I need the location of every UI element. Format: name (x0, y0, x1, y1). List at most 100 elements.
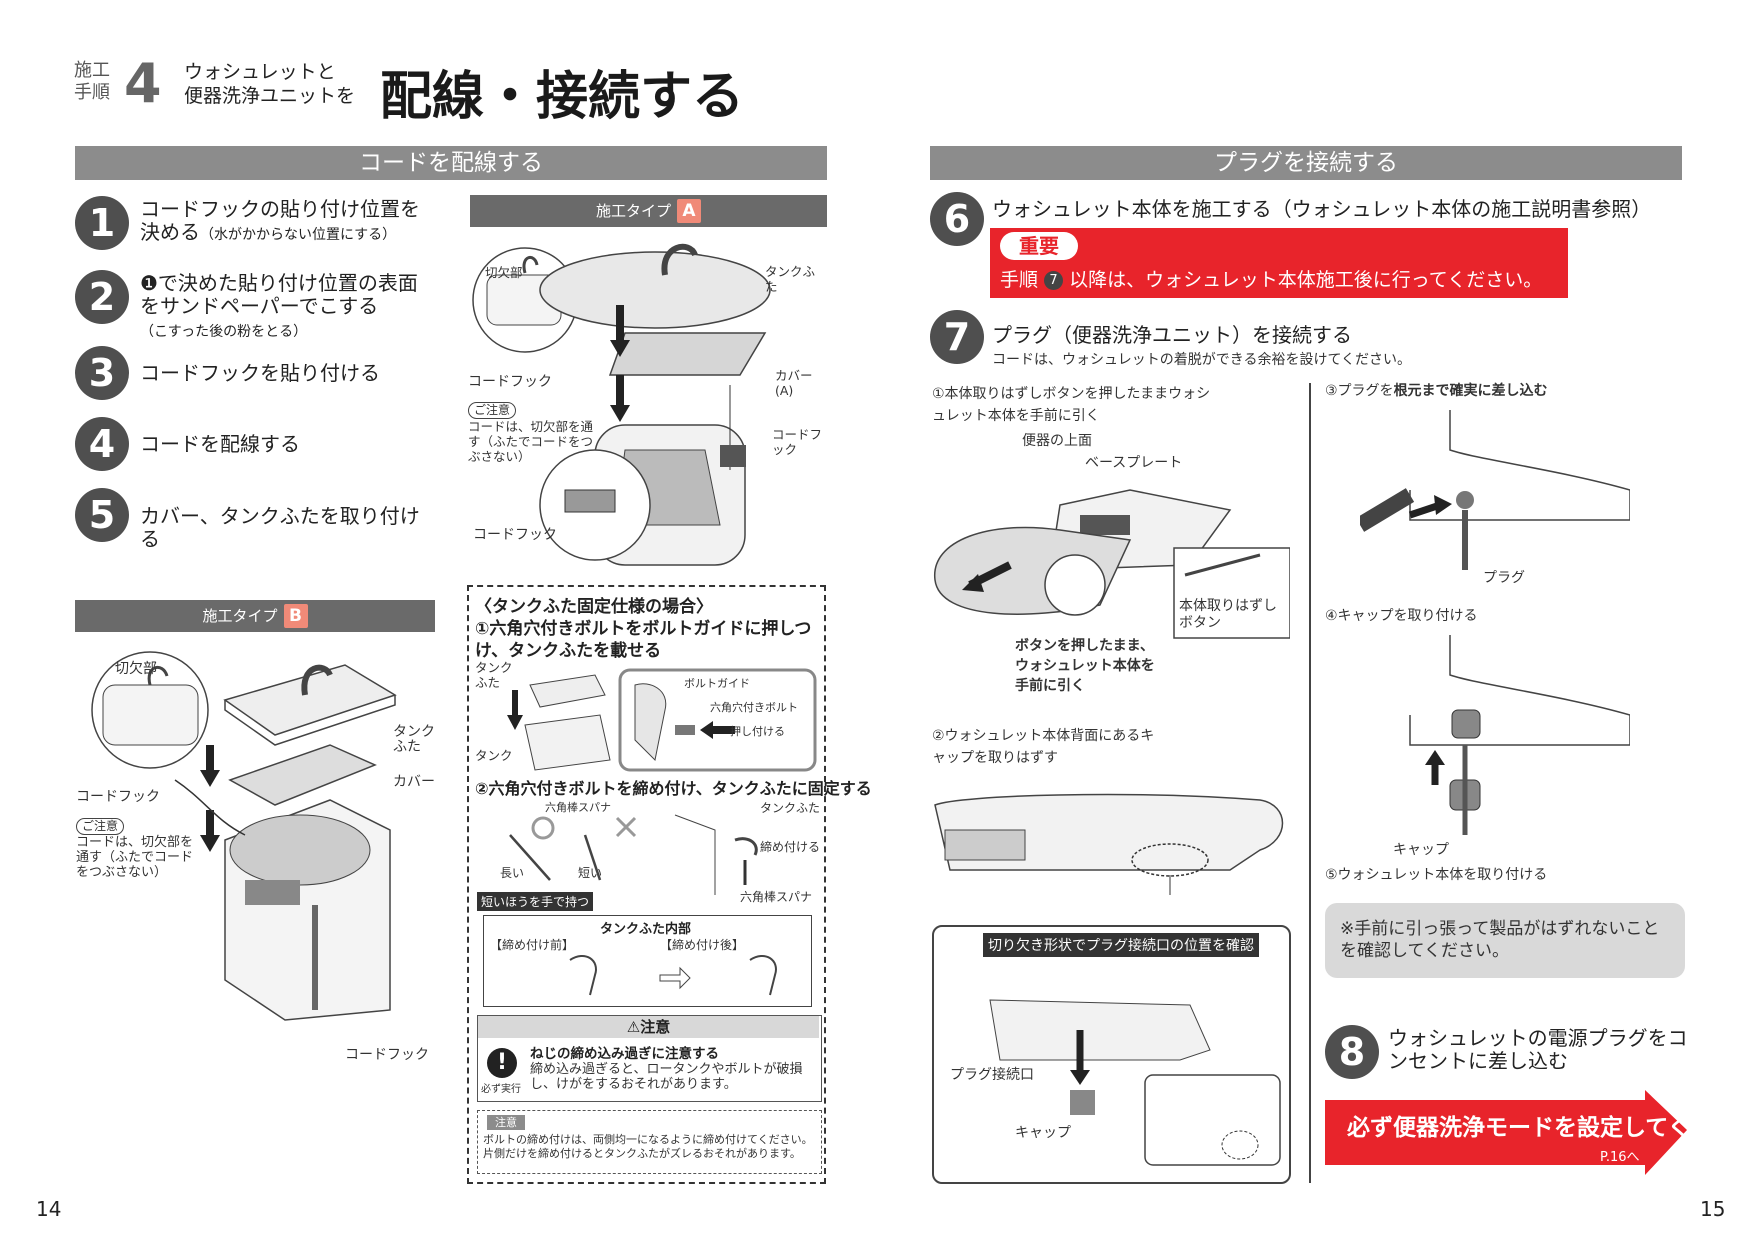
type-a-cord-hook-label-3: コードフック (473, 527, 557, 543)
section-header-cord: コードを配線する (75, 146, 827, 180)
header-step-number: 4 (124, 52, 162, 115)
type-a-cutout-label: 切欠部 (485, 265, 523, 280)
type-a-cord-hook-label: コードフック (468, 374, 552, 390)
step-7-number: 7 (930, 310, 984, 364)
note-tag: 注意 (487, 1115, 525, 1130)
step-4-number: 4 (75, 417, 129, 471)
type-a-cover-label: カバー(A) (775, 368, 813, 398)
type-b-badge: B (283, 604, 308, 628)
mode-banner-page-link[interactable]: P.16へ (1600, 1150, 1640, 1165)
type-b-caution-block: ご注意 コードは、切欠部を通す（ふたでコードをつぶさない） (76, 818, 194, 880)
sub-5-text: ⑤ウォシュレット本体を取り付ける (1325, 867, 1548, 883)
warning-bold-text: ねじの締め込み過ぎに注意する (530, 1046, 719, 1062)
fixed-lid-hold-short-label: 短いほうを手で持つ (477, 892, 594, 911)
note-text: ボルトの締め付けは、両側均一になるように締め付けてください。片側だけを締め付ける… (483, 1133, 813, 1160)
plug-port-illustration (989, 999, 1281, 1166)
fixed-lid-tank-label: タンク (475, 748, 513, 763)
mode-banner-arrow (1325, 1090, 1687, 1175)
plug-insert-illustration (1360, 410, 1630, 570)
fixed-lid-step1: ①六角穴付きボルトをボルトガイドに押しつけ、タンクふたを載せる (475, 619, 812, 661)
must-do-icon: ! (487, 1048, 517, 1078)
type-b-caution-tag: ご注意 (76, 818, 125, 835)
warning-text: 締め込み過ぎると、ロータンクやボルトが破損し、けがをするおそれがあります。 (530, 1062, 803, 1092)
check-label: 切り欠き形状でプラグ接続口の位置を確認 (983, 933, 1259, 957)
fixed-lid-step1-illustration (507, 668, 817, 772)
cap-label: キャップ (1015, 1125, 1071, 1141)
tank-lid-inside-box (483, 915, 812, 1007)
sub-4-text: ④キャップを取り付ける (1325, 608, 1478, 624)
sub-3-text: ③プラグを根元まで確実に差し込む (1325, 383, 1548, 399)
fixed-lid-box (467, 585, 826, 1184)
step-5-number: 5 (75, 488, 129, 542)
base-plate-label: ベースプレート (1085, 455, 1183, 471)
type-b-cutout-label: 切欠部 (115, 661, 157, 677)
step-6-number: 6 (930, 192, 984, 246)
push-pull-text: ボタンを押したまま、ウォシュレット本体を手前に引く (1015, 638, 1155, 694)
step-1-number: 1 (75, 196, 129, 250)
column-divider (1309, 383, 1311, 1183)
check-box (932, 925, 1291, 1184)
bowl-top-label: 便器の上面 (1022, 433, 1092, 449)
fixed-lid-long-label: 長い (500, 866, 525, 880)
sub-1-text: ①本体取りはずしボタンを押したままウォシュレット本体を手前に引く (932, 386, 1211, 424)
fixed-lid-hex-bolt-label: 六角穴付きボルト (710, 701, 798, 714)
step-8-number: 8 (1325, 1025, 1379, 1079)
fixed-lid-hex-wrench-label-2: 六角棒スパナ (740, 890, 813, 904)
step-7-note: コードは、ウォシュレットの着脱ができる余裕を設けてください。 (992, 352, 1412, 368)
before-label: 【締め付け前】 (490, 938, 575, 952)
fixed-lid-title: 〈タンクふた固定仕様の場合〉 (475, 597, 713, 617)
plug-port-label: プラグ接続口 (950, 1067, 1034, 1083)
step-3-number: 3 (75, 346, 129, 400)
release-button-label: 本体取りはずしボタン (1179, 598, 1277, 631)
important-tag: 重要 (1000, 232, 1078, 260)
step-6-text: ウォシュレット本体を施工する（ウォシュレット本体の施工説明書参照） (992, 197, 1652, 221)
header-subtitle: ウォシュレットと 便器洗浄ユニットを (184, 61, 356, 107)
fixed-lid-step2: ②六角穴付きボルトを締め付け、タンクふたに固定する (475, 779, 872, 798)
type-b-cord-hook-label-2: コードフック (345, 1047, 429, 1063)
type-a-caution-tag: ご注意 (468, 402, 517, 419)
fixed-lid-bolt-guide-label: ボルトガイド (684, 677, 750, 690)
type-a-cord-hook-label-2: コードフック (772, 427, 823, 457)
warning-box (477, 1015, 822, 1102)
header-tag: 施工 手順 (74, 60, 110, 103)
pull-note-box (1325, 903, 1685, 978)
step-8-text: ウォシュレットの電源プラグをコンセントに差し込む (1388, 1026, 1688, 1073)
fixed-lid-press-label: 押し付ける (730, 725, 785, 738)
cap-label-2: キャップ (1393, 842, 1449, 858)
step-2-text: ❶で決めた貼り付け位置の表面をサンドペーパーでこする（こすった後の粉をとる） (140, 271, 418, 341)
note-box (477, 1110, 822, 1174)
step-7-text: プラグ（便器洗浄ユニット）を接続する (992, 323, 1352, 347)
type-b-cord-hook-label: コードフック (76, 789, 160, 805)
cap-attach-illustration (1409, 635, 1630, 835)
important-text: 手順 7 以降は、ウォシュレット本体施工後に行ってください。 (1000, 269, 1543, 291)
step-4-text: コードを配線する (140, 432, 300, 456)
type-a-illustration (472, 243, 771, 566)
fixed-lid-short-label: 短い (578, 866, 603, 880)
mode-banner-text: 必ず便器洗浄モードを設定してください (1347, 1115, 1754, 1141)
page-number-right: 15 (1700, 1197, 1726, 1221)
type-a-tank-lid-label: タンクふた (765, 264, 816, 294)
type-a-caution-block: ご注意 コードは、切欠部を通す（ふたでコードをつぶさない） (468, 402, 594, 464)
page-title: 配線・接続する (380, 67, 745, 127)
pull-note-text: ※手前に引っ張って製品がはずれないことを確認してください。 (1340, 919, 1660, 961)
step-2-number: 2 (75, 270, 129, 324)
must-do-label: 必ず実行 (481, 1084, 521, 1095)
plug-label: プラグ (1483, 570, 1525, 586)
step-5-text: カバー、タンクふたを取り付ける (140, 504, 420, 551)
section-header-plug: プラグを接続する (930, 146, 1682, 180)
fixed-lid-hex-wrench-label: 六角棒スパナ (545, 801, 611, 814)
seat-back-illustration (934, 793, 1284, 895)
sub-2-text: ②ウォシュレット本体背面にあるキャップを取りはずす (932, 728, 1155, 766)
step-3-text: コードフックを貼り付ける (140, 361, 380, 385)
tank-lid-inside-title: タンクふた内部 (600, 922, 692, 937)
after-label: 【締め付け後】 (660, 938, 745, 952)
important-step-num: 7 (1044, 271, 1064, 290)
type-b-cover-label: カバー (393, 774, 435, 790)
type-b-tank-lid-label: タンクふた (393, 724, 435, 755)
page-number-left: 14 (36, 1197, 62, 1221)
step-1-text: コードフックの貼り付け位置を決める（水がかからない位置にする） (140, 197, 420, 244)
fixed-lid-tighten-label: 締め付ける (760, 840, 821, 854)
type-b-illustration (91, 651, 397, 1021)
